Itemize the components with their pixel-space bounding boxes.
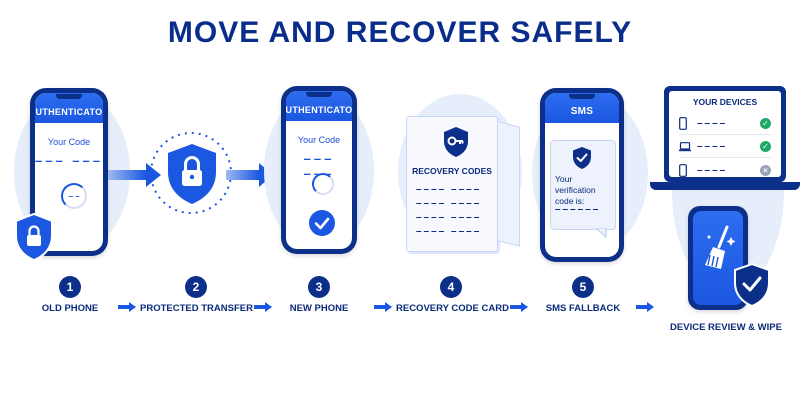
laptop-device-icon bbox=[679, 141, 691, 151]
new-phone: AUTHENTICATOR Your Code ––– ––– bbox=[281, 86, 357, 254]
transfer-arrow-left-icon bbox=[108, 163, 161, 187]
devices-title: YOUR DEVICES bbox=[692, 97, 758, 107]
recovery-code-row: –––– –––– bbox=[416, 198, 482, 209]
step-label-new-phone: NEW PHONE bbox=[289, 303, 349, 314]
phone-device-icon bbox=[679, 163, 687, 177]
device-status-removed-icon: × bbox=[760, 164, 771, 176]
step-number-4: 4 bbox=[440, 276, 462, 298]
arrow-right-icon bbox=[636, 302, 654, 312]
laptop-screen: YOUR DEVICES –––– ✓ –––– ✓ –––– × bbox=[669, 91, 781, 177]
old-phone-header: AUTHENTICATOR bbox=[35, 93, 103, 123]
arrow-right-icon bbox=[510, 302, 528, 312]
key-shield-icon bbox=[444, 127, 468, 157]
step-label-device-review-wipe: DEVICE REVIEW & WIPE bbox=[670, 322, 782, 333]
page-title: MOVE AND RECOVER SAFELY bbox=[167, 16, 633, 49]
recovery-card-stand bbox=[498, 121, 520, 247]
protected-lock-shield-icon bbox=[168, 144, 216, 204]
step-number-5: 5 bbox=[572, 276, 594, 298]
step-label-sms-fallback: SMS FALLBACK bbox=[545, 303, 621, 314]
laptop: YOUR DEVICES –––– ✓ –––– ✓ –––– × bbox=[664, 86, 786, 182]
sms-message-text: Your verification code is: bbox=[555, 174, 596, 206]
check-circle-icon bbox=[309, 210, 335, 236]
phone-device-icon bbox=[679, 117, 687, 130]
device-name: –––– bbox=[697, 164, 728, 176]
device-row[interactable]: –––– × bbox=[679, 159, 771, 181]
old-phone-code: ––– ––– bbox=[35, 153, 103, 168]
new-phone-code-label: Your Code bbox=[297, 135, 341, 145]
sms-message-bubble bbox=[550, 140, 616, 230]
device-status-ok-icon: ✓ bbox=[760, 118, 771, 129]
arrow-right-icon bbox=[254, 302, 272, 312]
step-number-1: 1 bbox=[59, 276, 81, 298]
recovery-code-row: –––– –––– bbox=[416, 184, 482, 195]
wipe-phone bbox=[688, 206, 748, 310]
recovery-card-title: RECOVERY CODES bbox=[412, 166, 492, 176]
device-name: –––– bbox=[697, 141, 728, 152]
bubble-tail bbox=[596, 228, 607, 238]
step-label-recovery-code-card: RECOVERY CODE CARD bbox=[396, 303, 509, 314]
arrow-right-icon bbox=[374, 302, 392, 312]
lock-shield-icon bbox=[15, 212, 53, 262]
step-number-2: 2 bbox=[185, 276, 207, 298]
old-phone: AUTHENTICATOR Your Code ––– ––– – – bbox=[30, 88, 108, 256]
device-name: –––– bbox=[697, 118, 728, 129]
old-phone-timer: – – bbox=[61, 183, 87, 209]
step-label-protected-transfer: PROTECTED TRANSFER bbox=[140, 303, 253, 314]
device-row[interactable]: –––– ✓ bbox=[679, 136, 771, 158]
arrow-right-icon bbox=[118, 302, 136, 312]
check-shield-icon bbox=[573, 147, 591, 169]
step-number-3: 3 bbox=[308, 276, 330, 298]
sms-code: –––––– bbox=[555, 204, 601, 215]
recovery-code-row: –––– –––– bbox=[416, 212, 482, 223]
laptop-base bbox=[650, 182, 800, 190]
check-shield-icon bbox=[734, 262, 770, 308]
step-label-old-phone: OLD PHONE bbox=[41, 303, 99, 314]
recovery-code-row: –––– –––– bbox=[416, 226, 482, 237]
broom-icon bbox=[705, 225, 736, 269]
device-status-ok-icon: ✓ bbox=[760, 141, 771, 152]
device-row[interactable]: –––– ✓ bbox=[679, 113, 771, 135]
new-phone-timer bbox=[312, 173, 334, 195]
old-phone-code-label: Your Code bbox=[47, 137, 91, 147]
old-phone-timer-text: – – bbox=[68, 191, 80, 201]
